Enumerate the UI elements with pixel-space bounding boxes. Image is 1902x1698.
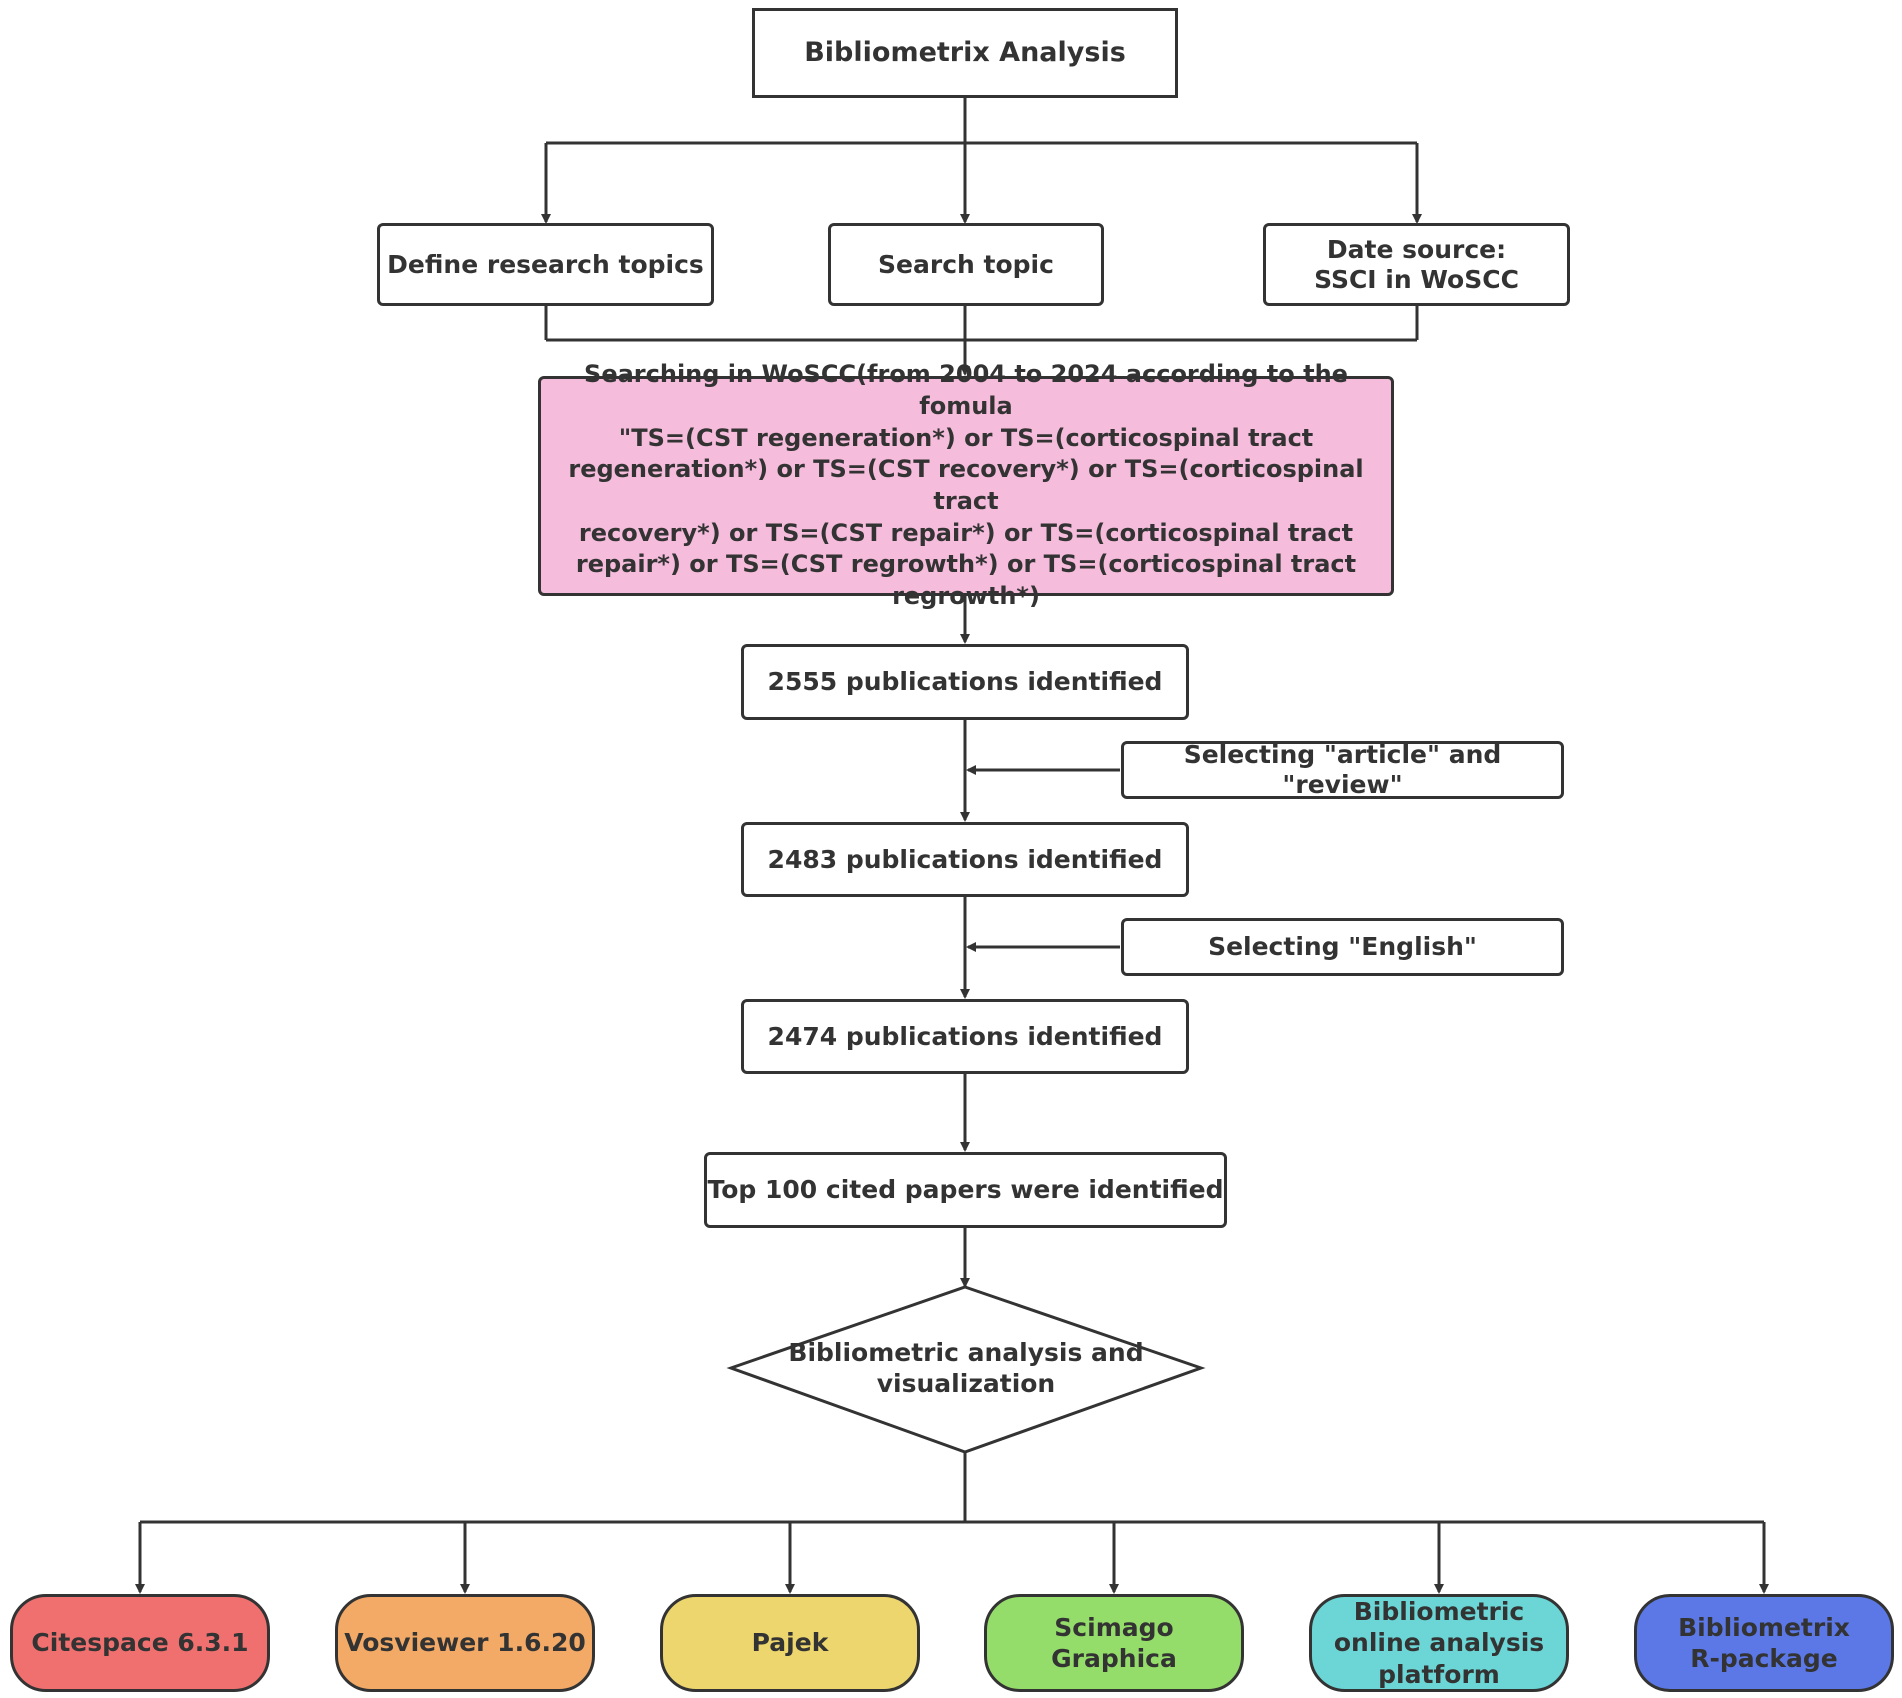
tool-label: Vosviewer 1.6.20 — [344, 1628, 586, 1658]
top-100-cited-box: Top 100 cited papers were identified — [704, 1152, 1227, 1228]
publications-2555-label: 2555 publications identified — [767, 667, 1163, 696]
tool-label: Scimago Graphica — [1051, 1612, 1177, 1673]
search-query-label: Searching in WoSCC(from 2004 to 2024 acc… — [568, 360, 1364, 611]
tool-label: Bibliometric online analysis platform — [1333, 1597, 1545, 1689]
bibliometrix-analysis-label: Bibliometrix Analysis — [804, 36, 1126, 68]
bibliometric-online-platform-node: Bibliometric online analysis platform — [1309, 1594, 1569, 1692]
scimago-graphica-node: Scimago Graphica — [984, 1594, 1244, 1692]
tool-label: Citespace 6.3.1 — [31, 1628, 249, 1658]
filter-english-box: Selecting "English" — [1121, 918, 1564, 976]
bibliometrix-r-package-node: Bibliometrix R-package — [1634, 1594, 1894, 1692]
top-100-cited-label: Top 100 cited papers were identified — [707, 1175, 1224, 1204]
publications-2483-box: 2483 publications identified — [741, 822, 1189, 897]
filter-article-review-box: Selecting "article" and "review" — [1121, 740, 1564, 799]
date-source-label: Date source: SSCI in WoSCC — [1314, 234, 1519, 294]
define-research-topics-label: Define research topics — [387, 249, 704, 279]
tool-label: Bibliometrix R-package — [1678, 1612, 1850, 1673]
pajek-node: Pajek — [660, 1594, 920, 1692]
date-source-box: Date source: SSCI in WoSCC — [1263, 223, 1570, 306]
filter-article-review-label: Selecting "article" and "review" — [1183, 740, 1502, 799]
publications-2483-label: 2483 publications identified — [767, 844, 1163, 874]
define-research-topics-box: Define research topics — [377, 223, 714, 306]
publications-2474-label: 2474 publications identified — [767, 1021, 1163, 1051]
search-topic-label: Search topic — [878, 249, 1054, 279]
citespace-node: Citespace 6.3.1 — [10, 1594, 270, 1692]
bibliometrix-analysis-box: Bibliometrix Analysis — [752, 8, 1178, 98]
search-topic-box: Search topic — [828, 223, 1104, 306]
publications-2555-box: 2555 publications identified — [741, 644, 1189, 720]
vosviewer-node: Vosviewer 1.6.20 — [335, 1594, 595, 1692]
decision-label: Bibliometric analysis and visualization — [788, 1337, 1144, 1398]
search-query-box: Searching in WoSCC(from 2004 to 2024 acc… — [538, 360, 1394, 610]
tool-label: Pajek — [751, 1628, 829, 1658]
publications-2474-box: 2474 publications identified — [741, 999, 1189, 1074]
filter-english-label: Selecting "English" — [1208, 932, 1477, 961]
